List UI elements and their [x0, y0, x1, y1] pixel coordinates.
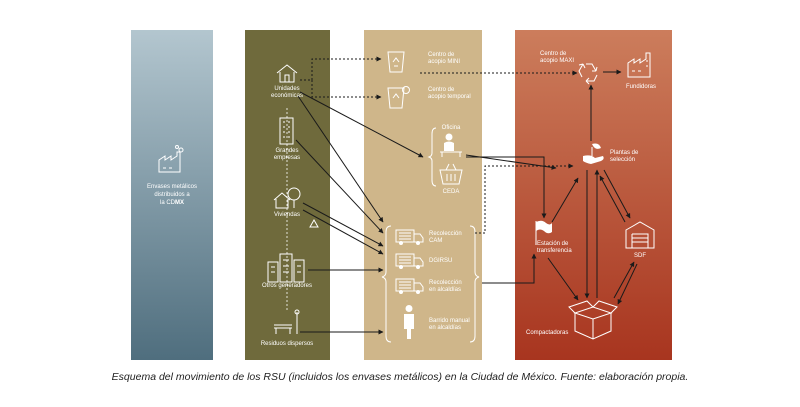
truck-icon	[395, 253, 424, 269]
arrow-unidades-acopio-mini	[300, 56, 382, 81]
arrow-trucks-estacion	[482, 253, 537, 284]
person-icon	[404, 305, 414, 339]
panel-processing	[515, 30, 672, 360]
gen-residuos: Residuos dispersos	[261, 341, 313, 347]
arrow-oficina-estacion	[466, 156, 547, 219]
gen-viviendas: Viviendas	[274, 212, 300, 218]
gen-unidades-1: Unidades	[274, 86, 299, 92]
box-icon	[568, 300, 618, 340]
panel-collection	[364, 30, 482, 360]
col-barrido-1: Barrido manual	[429, 318, 470, 324]
tree-house-icon	[273, 187, 301, 209]
col-ceda: CEDA	[443, 189, 460, 195]
buildings-icon	[267, 253, 305, 283]
col-dgirsu: DGIRSU	[429, 258, 452, 264]
truck-icon	[395, 278, 424, 294]
arrow-grandes-trucks	[295, 139, 384, 234]
gen-otros: Otros generadores	[262, 283, 312, 289]
arrow-viviendas-trucks	[302, 209, 384, 255]
col-barrido-2: en alcaldías	[429, 325, 461, 331]
proc-acopio-maxi-2: acopio MAXI	[540, 58, 574, 64]
col-recoleccion-alc-2: en alcaldías	[429, 287, 461, 293]
panel-source	[131, 30, 213, 360]
brace-left-trucks	[381, 225, 392, 343]
source-label-3: la CDMX	[160, 200, 184, 206]
source-label-3-bold: MX	[175, 200, 184, 206]
gen-grandes-2: empresas	[274, 155, 300, 161]
arrow-unidades-oficina	[299, 91, 424, 158]
factory-icon	[158, 145, 184, 173]
source-label-3-prefix: la CD	[160, 200, 176, 206]
recycle-icon	[309, 218, 319, 228]
proc-plantas-2: selección	[610, 157, 635, 163]
flag-icon	[535, 220, 552, 245]
gen-unidades-2: económicas	[271, 93, 303, 99]
panel-generators	[245, 30, 330, 360]
recycle-icon	[578, 63, 598, 85]
arrow-compactadoras-sdf	[613, 261, 635, 299]
bench-icon	[274, 309, 300, 334]
col-recoleccion-alc-1: Recolección	[429, 280, 462, 286]
col-acopio-mini-1: Centro de	[428, 52, 455, 58]
figure-caption: Esquema del movimiento de los RSU (inclu…	[111, 371, 689, 383]
recycle-bin-icon	[387, 51, 405, 73]
building-icon	[279, 117, 294, 145]
brace-right-trucks	[469, 225, 480, 343]
flow-arrows	[295, 56, 638, 335]
col-acopio-temp-1: Centro de	[428, 87, 455, 93]
recycle-clock-bin-icon	[387, 86, 410, 109]
source-label-2: distribuidos a	[154, 192, 190, 198]
truck-icon	[395, 229, 424, 245]
office-worker-icon	[440, 133, 462, 157]
arrow-viviendas-trucks-2	[302, 202, 384, 247]
col-acopio-temp-2: acopio temporal	[428, 94, 471, 100]
col-recoleccion-cam-1: Recolección	[429, 231, 462, 237]
source-label-1: Envases metálicos	[147, 184, 197, 190]
gen-grandes-1: Grandes	[275, 148, 298, 154]
arrow-estacion-plantas	[551, 177, 579, 223]
proc-plantas-1: Plantas de	[610, 150, 639, 156]
arrow-plantas-sdf	[603, 169, 631, 219]
arrow-unidades-trucks	[297, 95, 384, 223]
brace-oficina	[427, 127, 437, 187]
arrow-estacion-compactadoras	[547, 257, 579, 301]
proc-acopio-maxi-1: Centro de	[540, 51, 567, 57]
col-oficina: Oficina	[442, 125, 461, 131]
arrow-unidades-acopio-temp	[311, 80, 382, 100]
col-acopio-mini-2: acopio MINI	[428, 59, 460, 65]
col-recoleccion-cam-2: CAM	[429, 238, 442, 244]
warehouse-icon	[625, 221, 655, 249]
proc-estacion-2: transferencia	[537, 248, 572, 254]
arrow-sdf-compactadoras	[617, 263, 638, 305]
house-icon	[276, 64, 298, 83]
arrow-cam-plantas	[475, 163, 574, 234]
arrow-sdf-plantas	[599, 175, 626, 223]
proc-sdf: SDF	[634, 253, 646, 259]
basket-icon	[439, 163, 463, 185]
hand-plant-icon	[583, 143, 604, 164]
proc-estacion-1: Estación de	[537, 241, 569, 247]
proc-compactadoras: Compactadoras	[526, 330, 568, 336]
factory-icon	[627, 52, 651, 78]
proc-fundidoras: Fundidoras	[626, 84, 656, 90]
